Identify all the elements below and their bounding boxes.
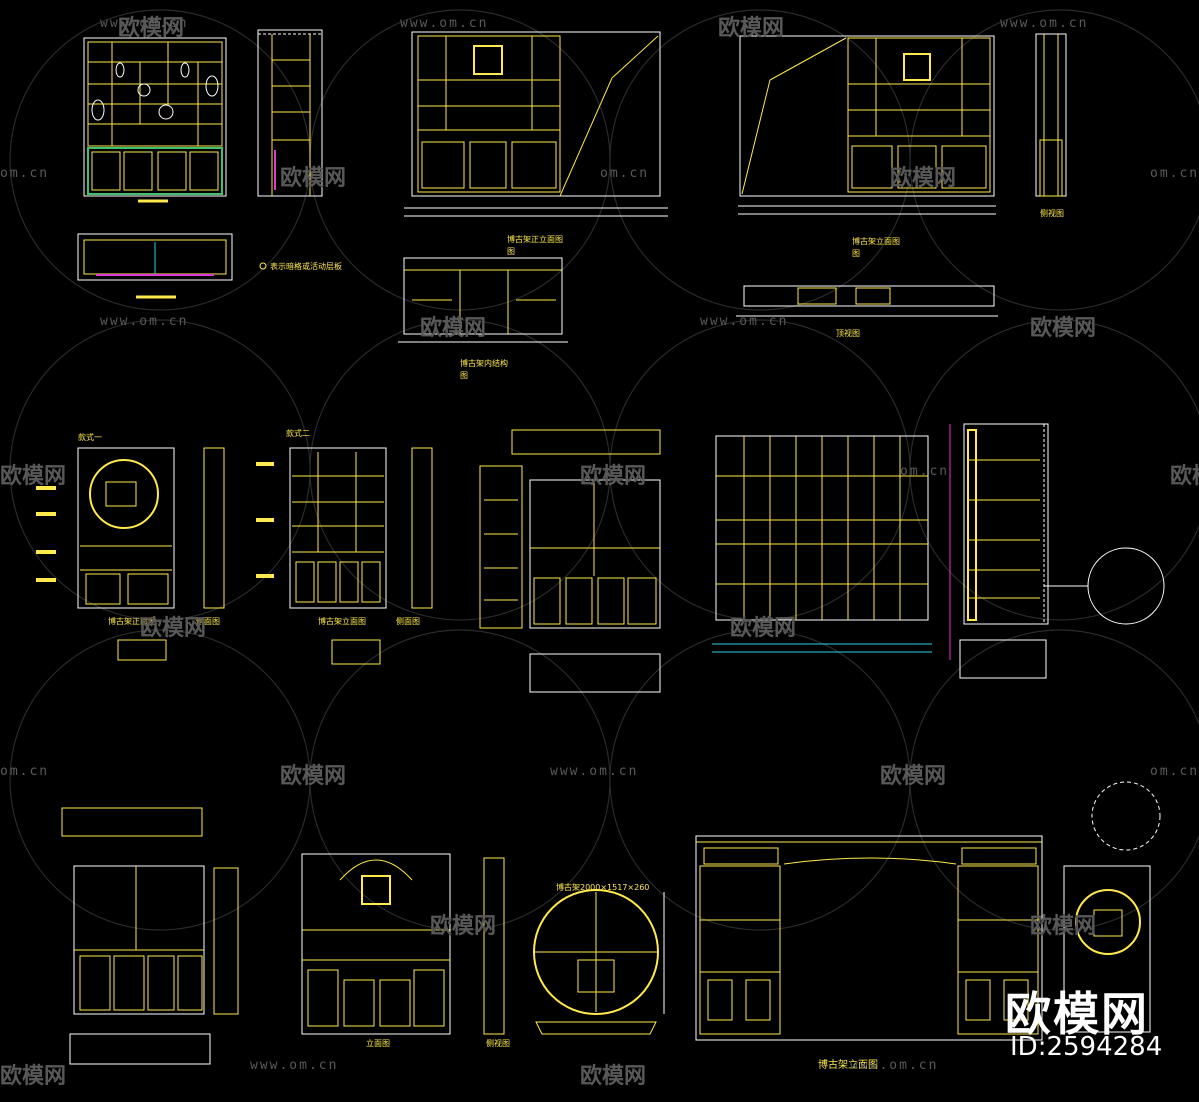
watermark-site: www.om.cn bbox=[400, 16, 489, 31]
drawing-13-round-side bbox=[1063, 781, 1161, 1033]
label-style-one: 款式一 bbox=[78, 433, 102, 442]
watermark-brand: 欧模网 bbox=[890, 166, 957, 191]
watermark-site-short: om.cn bbox=[0, 764, 50, 779]
drawing-9-cabinet bbox=[61, 807, 239, 1065]
label-final-elevation: 博古架立面图 bbox=[818, 1060, 878, 1071]
brand-logo-text: 欧模网 bbox=[1005, 987, 1149, 1041]
label-elevation: 立面图 bbox=[366, 1039, 390, 1048]
drawing-3-side bbox=[1035, 33, 1067, 197]
drawing-12-archway-elevation bbox=[695, 835, 1043, 1041]
watermark-brand: 欧模网 bbox=[1170, 464, 1199, 489]
watermark-site-short: om.cn bbox=[600, 166, 650, 181]
watermark-brand: 欧模网 bbox=[880, 764, 947, 789]
drawing-1-front-elevation bbox=[83, 37, 227, 203]
watermark-brand: 欧模网 bbox=[118, 16, 185, 41]
watermark-site: www.om.cn bbox=[850, 1058, 939, 1073]
watermark-brand: 欧模网 bbox=[1030, 914, 1097, 939]
watermark-brand: 欧模网 bbox=[140, 616, 207, 641]
drawing-8-side-detail bbox=[949, 423, 1165, 679]
drawing-11-round-frame bbox=[533, 889, 665, 1035]
drawing-3-front-elevation bbox=[738, 35, 996, 215]
drawing-1-side bbox=[257, 29, 323, 197]
watermark-arcs bbox=[9, 9, 1199, 931]
watermark-brand: 欧模网 bbox=[1030, 316, 1097, 341]
watermark-site: www.om.cn bbox=[100, 314, 189, 329]
label-side-view-1: 侧视图 bbox=[1040, 209, 1064, 218]
label-front-elevation-1-suffix: 图 bbox=[507, 247, 515, 256]
watermark-brand: 欧模网 bbox=[580, 1064, 647, 1089]
label-top-view: 顶视图 bbox=[836, 329, 860, 338]
watermark-site: www.om.cn bbox=[100, 16, 189, 31]
watermark-brand: 欧模网 bbox=[730, 616, 797, 641]
label-front-elevation-2: 博古架立面图 bbox=[852, 237, 900, 246]
watermark-brand: 欧模网 bbox=[420, 316, 487, 341]
watermark-brand: 欧模网 bbox=[0, 1064, 67, 1089]
label-front-elevation-1: 博古架正立面图 bbox=[507, 235, 563, 244]
label-style-two: 款式二 bbox=[286, 429, 310, 438]
drawing-6-cabinet bbox=[479, 429, 661, 693]
label-elevation-4: 博古架立面图 bbox=[318, 617, 366, 626]
watermark-brand: 欧模网 bbox=[280, 166, 347, 191]
watermark-site-short: om.cn bbox=[1150, 764, 1199, 779]
watermark-site-short: om.cn bbox=[900, 464, 950, 479]
watermark-site: www.om.cn bbox=[1000, 16, 1089, 31]
drawing-3-top bbox=[736, 285, 998, 317]
label-elevation-3: 博古架正面图 bbox=[108, 617, 156, 626]
watermark-brand: 欧模网 bbox=[0, 464, 67, 489]
drawing-2-front-elevation bbox=[404, 31, 668, 217]
watermark-site-short: om.cn bbox=[1150, 166, 1199, 181]
drawing-2-inner bbox=[398, 257, 568, 343]
drawing-7-grid-shelf bbox=[712, 435, 932, 653]
drawing-1-plan bbox=[77, 233, 267, 299]
watermark-site: www.om.cn bbox=[250, 1058, 339, 1073]
legend-note: 表示暗格或活动层板 bbox=[270, 262, 342, 271]
label-round-frame-spec: 博古架2000×1517×260 bbox=[556, 883, 650, 892]
label-side-view-2: 侧面图 bbox=[196, 617, 220, 626]
watermark-brand: 欧模网 bbox=[430, 914, 497, 939]
drawing-4-style-one bbox=[36, 447, 225, 661]
label-inner-structure: 博古架内结构 bbox=[460, 359, 508, 368]
watermark-site: www.om.cn bbox=[700, 314, 789, 329]
watermark-brand: 欧模网 bbox=[580, 464, 647, 489]
label-inner-structure-suffix: 图 bbox=[460, 371, 468, 380]
watermark-site: www.om.cn bbox=[550, 764, 639, 779]
watermark-brand: 欧模网 bbox=[280, 764, 347, 789]
drawing-10-elevation bbox=[301, 853, 505, 1035]
watermark-site-short: om.cn bbox=[0, 166, 50, 181]
drawing-5-style-two bbox=[256, 447, 433, 665]
model-id: ID:2594284 bbox=[1010, 1032, 1163, 1062]
label-front-elevation-2-suffix: 图 bbox=[852, 249, 860, 258]
label-side-view-3: 侧面图 bbox=[396, 617, 420, 626]
watermark-brand: 欧模网 bbox=[718, 16, 785, 41]
label-side-view-4: 侧视图 bbox=[486, 1039, 510, 1048]
